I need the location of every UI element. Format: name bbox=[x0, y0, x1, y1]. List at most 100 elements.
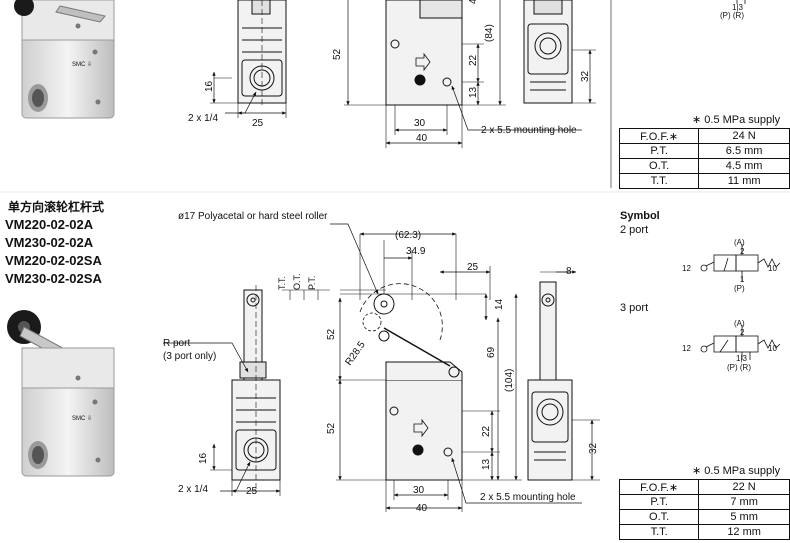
spec-key: F.O.F.∗ bbox=[618, 479, 700, 495]
spec-value: 12 mm bbox=[698, 524, 790, 540]
port2-p: (P) bbox=[734, 284, 745, 293]
dim-r28-5: R28.5 bbox=[343, 339, 368, 368]
dim-69: 69 bbox=[486, 346, 497, 358]
port2-label: 2 port bbox=[620, 224, 648, 236]
dim-ot: O.T. bbox=[292, 273, 302, 290]
dim-top-22: 22 bbox=[468, 54, 479, 66]
dim-bottom-32: 32 bbox=[588, 442, 599, 454]
dim-tt: T.T. bbox=[277, 276, 287, 290]
port2-n1: 1 bbox=[740, 275, 745, 284]
dim-bottom-40: 40 bbox=[416, 503, 428, 514]
front-view-bottom bbox=[163, 285, 281, 496]
table-row: P.T.7 mm bbox=[618, 494, 790, 510]
port-thread-bottom: 2 x 1/4 bbox=[178, 484, 208, 495]
table-row: O.T.5 mm bbox=[618, 509, 790, 525]
port2-a: (A) bbox=[734, 238, 745, 247]
dim-52-lower: 52 bbox=[326, 422, 337, 434]
dim-top-32: 32 bbox=[580, 70, 591, 82]
port3-n13: 1|3 bbox=[736, 354, 748, 363]
dim-bottom-13: 13 bbox=[481, 458, 492, 470]
spec-value: 6.5 mm bbox=[698, 143, 790, 159]
port3-n2: 2 bbox=[740, 328, 745, 337]
port3-a: (A) bbox=[734, 319, 745, 328]
port2-n2: 2 bbox=[740, 247, 745, 256]
symbol-3-port bbox=[700, 325, 781, 360]
dim-top-16: 16 bbox=[204, 80, 215, 92]
dim-top-30: 30 bbox=[414, 118, 426, 129]
table-row: P.T.6.5 mm bbox=[618, 143, 790, 159]
spec-key: P.T. bbox=[618, 494, 700, 510]
port3-n10: 10 bbox=[768, 344, 777, 353]
table-row: O.T.4.5 mm bbox=[618, 158, 790, 174]
dim-bottom-16: 16 bbox=[198, 452, 209, 464]
symbol-top-13: 1|3 bbox=[732, 3, 744, 12]
dim-14: 14 bbox=[494, 298, 505, 310]
roller-note: ø17 Polyacetal or hard steel roller bbox=[178, 211, 328, 222]
symbol-title: Symbol bbox=[620, 210, 660, 222]
symbol-2-port bbox=[700, 244, 781, 282]
series-title-cn: 单方向滚轮杠杆式 bbox=[8, 200, 105, 214]
dim-top-4: 4 bbox=[468, 0, 479, 4]
svg-text:SMC ⇩: SMC ⇩ bbox=[72, 415, 92, 422]
dim-top-40: 40 bbox=[416, 133, 428, 144]
spec-key: F.O.F.∗ bbox=[618, 128, 700, 144]
spec-value: 4.5 mm bbox=[698, 158, 790, 174]
model-code: VM220-02-02SA bbox=[5, 253, 102, 268]
dim-top-13: 13 bbox=[468, 86, 479, 98]
dim-bottom-30: 30 bbox=[413, 485, 425, 496]
port3-pr: (P) (R) bbox=[727, 363, 751, 372]
right-view-bottom bbox=[527, 270, 600, 481]
model-code: VM230-02-02SA bbox=[5, 271, 102, 286]
svg-text:SMC ⇩: SMC ⇩ bbox=[72, 61, 92, 68]
side-view-bottom bbox=[282, 223, 582, 512]
dim-52-upper: 52 bbox=[326, 328, 337, 340]
spec-key: T.T. bbox=[618, 173, 700, 189]
r-port-sub: (3 port only) bbox=[163, 351, 216, 362]
valve-photo-top: SMC ⇩ bbox=[14, 0, 115, 119]
table-row: T.T.12 mm bbox=[618, 524, 790, 540]
right-view-top bbox=[523, 0, 596, 104]
dim-top-84: (84) bbox=[484, 24, 495, 42]
spec-table-top: F.O.F.∗24 N P.T.6.5 mm O.T.4.5 mm T.T.11… bbox=[618, 128, 790, 189]
dim-top-52: 52 bbox=[332, 48, 343, 60]
symbol-top-pr: (P) (R) bbox=[720, 11, 744, 20]
table-row: F.O.F.∗24 N bbox=[618, 128, 790, 144]
dim-62-3: (62.3) bbox=[395, 230, 421, 241]
symbol-top-fragment bbox=[736, 0, 746, 4]
table-row: T.T.11 mm bbox=[618, 173, 790, 189]
spec-value: 11 mm bbox=[698, 173, 790, 189]
port3-n12: 12 bbox=[682, 344, 691, 353]
spec-key: P.T. bbox=[618, 143, 700, 159]
spec-value: 5 mm bbox=[698, 509, 790, 525]
spec-value: 22 N bbox=[698, 479, 790, 495]
valve-photo-bottom: SMC ⇩ bbox=[7, 310, 115, 477]
dim-pt: P.T. bbox=[307, 276, 317, 290]
dim-25-lever: 25 bbox=[467, 262, 479, 273]
side-view-top bbox=[344, 0, 582, 148]
spec-key: T.T. bbox=[618, 524, 700, 540]
spec-value: 7 mm bbox=[698, 494, 790, 510]
port-thread-top: 2 x 1/4 bbox=[188, 113, 218, 124]
port2-n12: 12 bbox=[682, 264, 691, 273]
dim-top-25: 25 bbox=[252, 118, 264, 129]
supply-note-top: ∗ 0.5 MPa supply bbox=[692, 114, 781, 126]
dim-bottom-22: 22 bbox=[481, 425, 492, 437]
front-view-top bbox=[210, 0, 287, 118]
port3-label: 3 port bbox=[620, 302, 648, 314]
mount-hole-bottom: 2 x 5.5 mounting hole bbox=[480, 492, 576, 503]
supply-note-bottom: ∗ 0.5 MPa supply bbox=[692, 465, 781, 477]
dim-bottom-25: 25 bbox=[246, 486, 258, 497]
spec-key: O.T. bbox=[618, 509, 700, 525]
model-code: VM220-02-02A bbox=[5, 217, 94, 232]
table-row: F.O.F.∗22 N bbox=[618, 479, 790, 495]
model-code: VM230-02-02A bbox=[5, 235, 94, 250]
dim-8: 8 bbox=[566, 266, 572, 277]
dim-104: (104) bbox=[504, 369, 515, 392]
spec-key: O.T. bbox=[618, 158, 700, 174]
mount-hole-top: 2 x 5.5 mounting hole bbox=[481, 125, 577, 136]
dim-34-9: 34.9 bbox=[406, 246, 426, 257]
r-port-label: R port bbox=[163, 338, 190, 349]
spec-value: 24 N bbox=[698, 128, 790, 144]
port2-n10: 10 bbox=[768, 264, 777, 273]
